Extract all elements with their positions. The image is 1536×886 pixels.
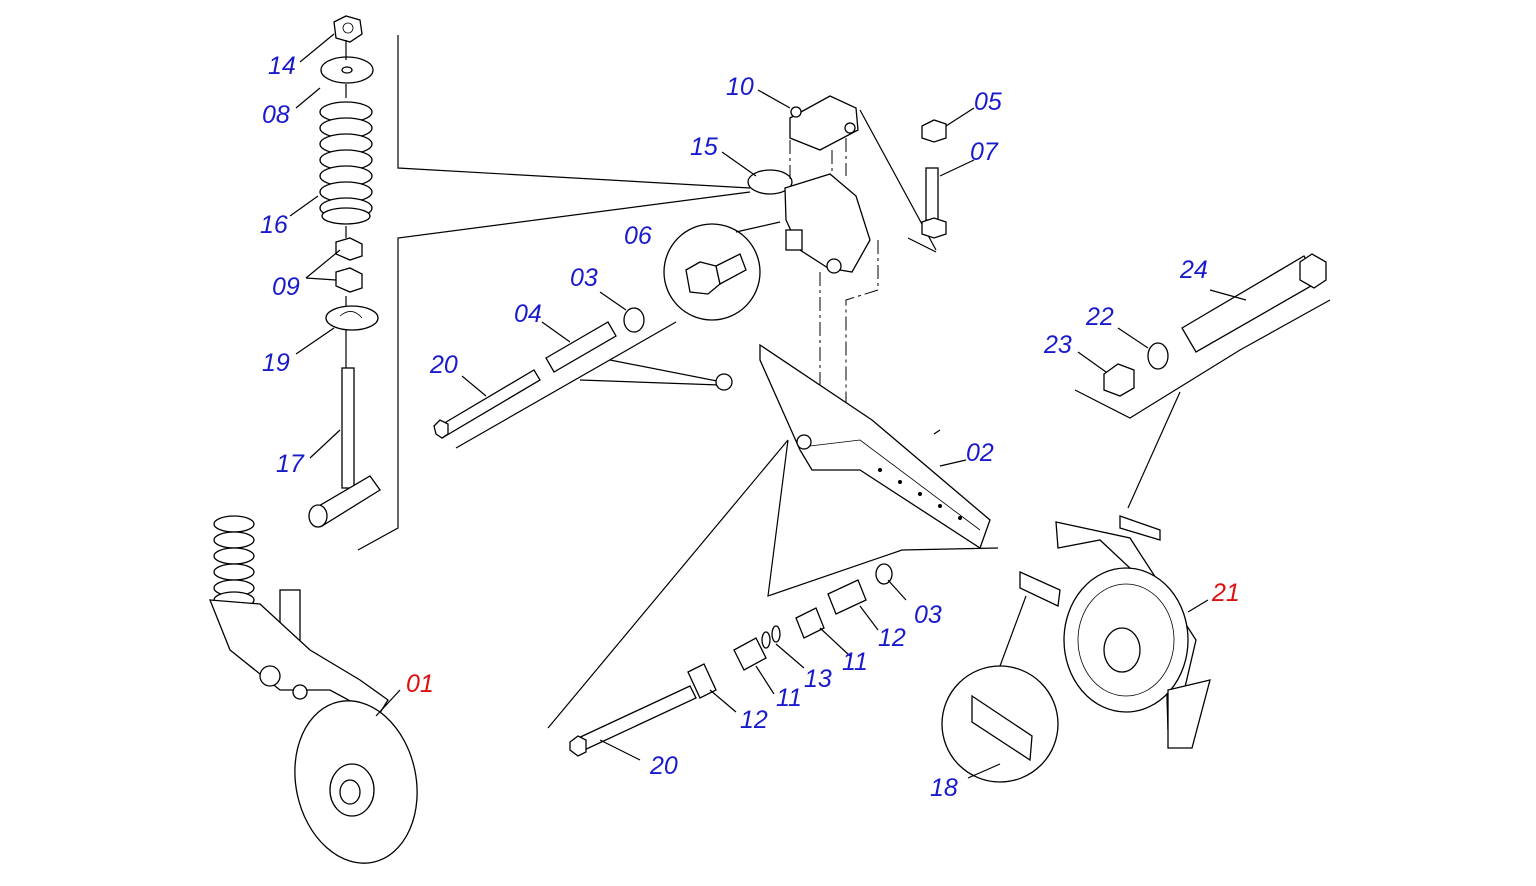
- upper-pin-set: [433, 307, 645, 439]
- callout-18: 18: [930, 774, 958, 802]
- callout-23: 23: [1044, 331, 1072, 359]
- callout-12-upper: 12: [878, 624, 906, 652]
- callout-21: 21: [1212, 579, 1240, 607]
- callout-22: 22: [1086, 303, 1114, 331]
- callout-05: 05: [974, 88, 1002, 116]
- callout-11-upper: 11: [842, 648, 868, 676]
- lock-nut-14: [333, 15, 363, 43]
- disc-assembly-01: [209, 515, 418, 864]
- callout-10: 10: [726, 73, 754, 101]
- bolt-05-07: [921, 119, 947, 239]
- callout-09: 09: [272, 273, 300, 301]
- clamp-10: [789, 95, 859, 151]
- detail-magnifier-06: [663, 221, 781, 321]
- callout-19: 19: [262, 349, 290, 377]
- callout-03-lower: 03: [914, 601, 942, 629]
- callout-17: 17: [276, 450, 304, 478]
- assembly-spring: [213, 515, 255, 609]
- bracket-assembly: [747, 95, 871, 274]
- detail-magnifier-18: [941, 595, 1059, 783]
- callout-14: 14: [268, 52, 296, 80]
- callout-12-lower: 12: [740, 706, 768, 734]
- c-washer-19: [325, 305, 379, 331]
- callout-15: 15: [690, 133, 718, 161]
- callout-16: 16: [260, 211, 288, 239]
- rear-shaft-set: [1103, 253, 1327, 397]
- pivot-pin-17: [341, 367, 355, 489]
- nut-09b: [335, 267, 363, 293]
- callout-13: 13: [804, 665, 832, 693]
- callout-07: 07: [970, 138, 998, 166]
- leader-lines: [289, 33, 1247, 779]
- callout-24: 24: [1180, 256, 1208, 284]
- scraper-assembly-21: [1019, 515, 1211, 749]
- callout-20-upper: 20: [430, 351, 458, 379]
- nut-09a: [335, 237, 363, 261]
- lower-pin-set: [569, 563, 893, 757]
- callout-20-lower: 20: [650, 752, 678, 780]
- coil-spring-16: [319, 101, 373, 225]
- arm-02: [715, 343, 991, 549]
- spring-stack: [308, 15, 381, 528]
- callout-06: 06: [624, 222, 652, 250]
- callout-11-lower: 11: [776, 684, 802, 712]
- callout-02: 02: [966, 439, 994, 467]
- callout-08: 08: [262, 101, 290, 129]
- callout-01: 01: [406, 670, 434, 698]
- plate-15: [747, 169, 793, 195]
- callout-03-upper: 03: [570, 264, 598, 292]
- callout-04: 04: [514, 300, 542, 328]
